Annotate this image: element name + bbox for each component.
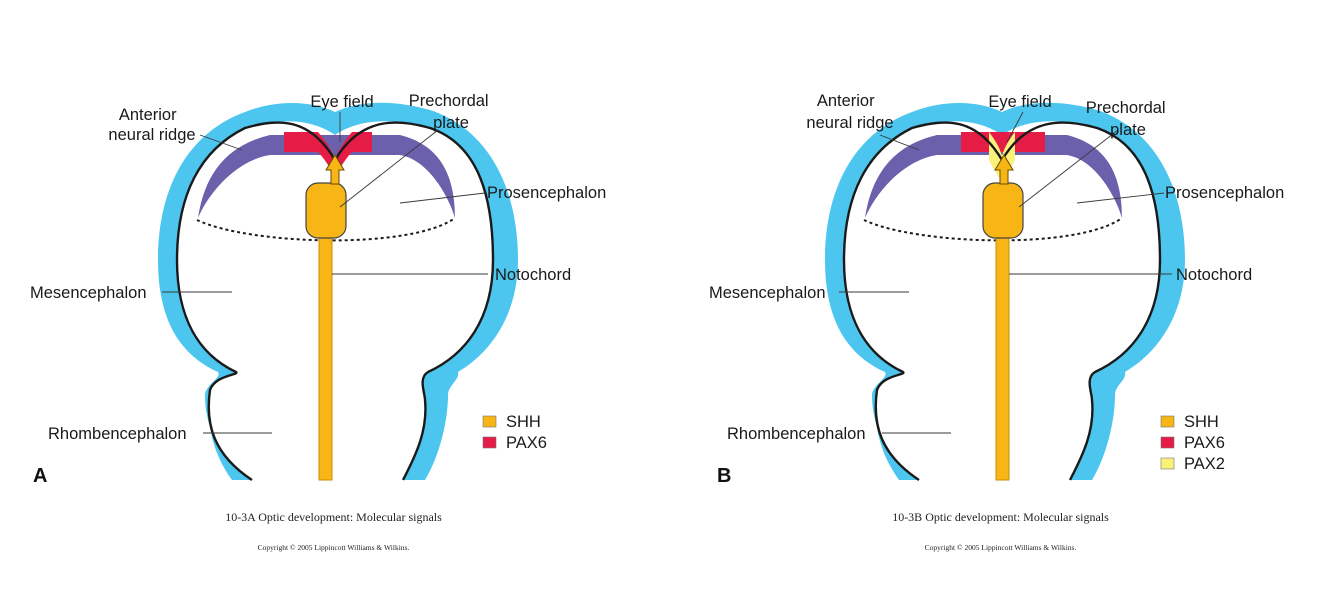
legend-label-pax6: PAX6 [1184, 434, 1225, 452]
label-anterior-neural-ridge: Anterior neural ridge [108, 106, 195, 144]
figure-caption: 10-3A Optic development: Molecular signa… [225, 510, 442, 524]
legend-label-shh: SHH [1184, 413, 1219, 431]
figure-b-diagram: Anterior neural ridge Eye field Prechord… [709, 92, 1284, 487]
legend: SHH PAX6 PAX2 [1160, 413, 1225, 473]
copyright-notice: Copyright © 2005 Lippincott Williams & W… [924, 543, 1077, 552]
label-prechordal-plate: Prechordal plate [409, 92, 493, 132]
label-rhombencephalon: Rhombencephalon [48, 425, 187, 443]
shh-signal-arrow [325, 154, 345, 185]
label-notochord: Notochord [495, 266, 571, 284]
label-eye-field: Eye field [310, 93, 373, 111]
legend: SHH PAX6 [482, 413, 547, 452]
panel-letter: A [33, 465, 47, 487]
figure-b: Anterior neural ridge Eye field Prechord… [667, 0, 1334, 594]
notochord [995, 224, 1010, 481]
ectoderm-layer [825, 102, 1185, 480]
prechordal-plate [982, 182, 1024, 239]
legend-label-pax6: PAX6 [506, 434, 547, 452]
legend-swatch-pax2 [1160, 457, 1175, 470]
label-prechordal-plate: Prechordal plate [1086, 99, 1170, 139]
pax6-region [961, 132, 1045, 152]
ectoderm-layer [158, 102, 518, 480]
label-prosencephalon: Prosencephalon [487, 184, 606, 202]
shh-signal-arrow [994, 154, 1014, 185]
label-notochord: Notochord [1176, 266, 1252, 284]
copyright-notice: Copyright © 2005 Lippincott Williams & W… [257, 543, 410, 552]
legend-label-shh: SHH [506, 413, 541, 431]
figure-caption: 10-3B Optic development: Molecular signa… [892, 510, 1109, 524]
legend-swatch-shh [1160, 415, 1175, 428]
anterior-neural-ridge-region [198, 135, 455, 218]
label-mesencephalon: Mesencephalon [30, 284, 147, 302]
leader-lines [162, 112, 488, 434]
notochord [318, 224, 333, 481]
label-rhombencephalon: Rhombencephalon [727, 425, 866, 443]
label-prosencephalon: Prosencephalon [1165, 184, 1284, 202]
label-eye-field: Eye field [988, 93, 1051, 111]
legend-swatch-pax6 [482, 436, 497, 449]
prechordal-plate [305, 182, 347, 239]
pax6-eye-field-region [284, 132, 372, 176]
panel-letter: B [717, 465, 731, 487]
legend-swatch-pax6 [1160, 436, 1175, 449]
embryo-a [158, 102, 518, 482]
anterior-neural-ridge-region [865, 135, 1122, 218]
figure-a-diagram: Anterior neural ridge Eye field Prechord… [30, 92, 606, 487]
embryo-b [825, 102, 1185, 482]
label-anterior-neural-ridge: Anterior neural ridge [806, 92, 893, 132]
legend-label-pax2: PAX2 [1184, 455, 1225, 473]
leader-lines [839, 111, 1172, 434]
legend-swatch-shh [482, 415, 497, 428]
label-mesencephalon: Mesencephalon [709, 284, 826, 302]
figure-a: Anterior neural ridge Eye field Prechord… [30, 92, 606, 552]
